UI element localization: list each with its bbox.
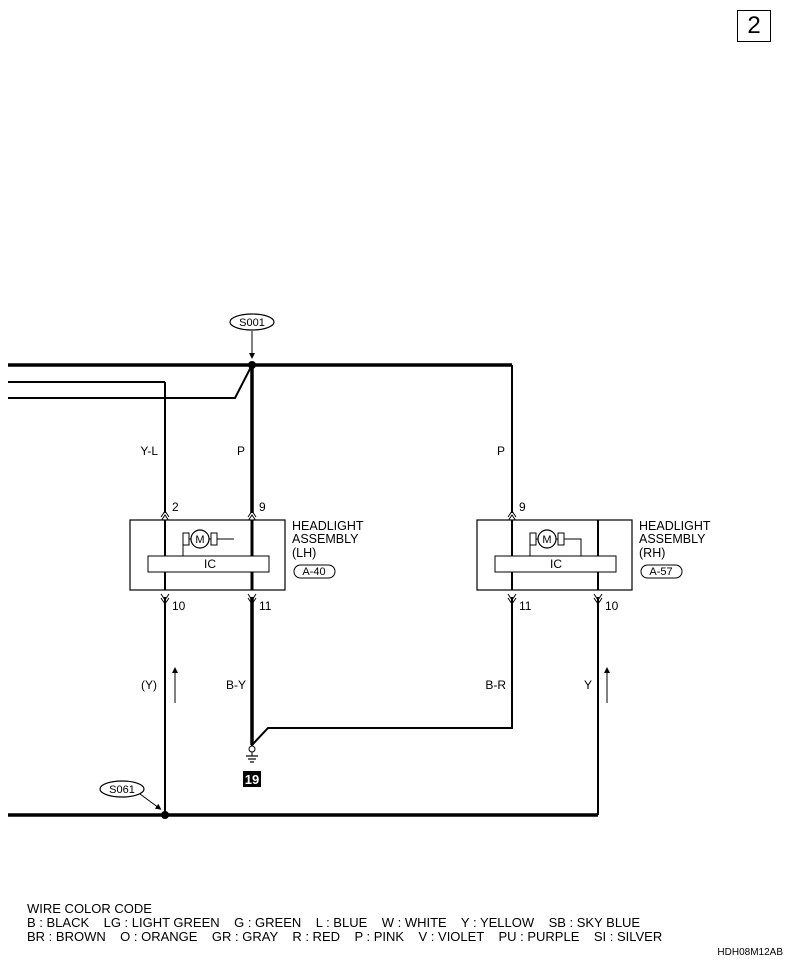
ic-label-rh: IC <box>550 557 562 571</box>
page-number: 2 <box>747 12 761 39</box>
pin-lh-2: 2 <box>172 500 179 514</box>
motor-label-rh: M <box>542 534 551 546</box>
pin-numbers: 2 9 9 10 11 11 10 <box>172 500 619 613</box>
wire-label-by: B-Y <box>226 678 246 692</box>
splice-dot-top <box>248 361 256 369</box>
component-name-rh-2: ASSEMBLY <box>639 532 706 546</box>
wire-label-y-lh: (Y) <box>141 678 157 692</box>
motor-label-lh: M <box>195 534 204 546</box>
headlight-assembly-lh: M IC HEADLIGHT ASSEMBLY (LH) A-40 <box>129 519 364 591</box>
component-name-rh-3: (RH) <box>639 546 665 560</box>
wire-label-p-lh: P <box>237 444 245 458</box>
component-name-lh-1: HEADLIGHT <box>292 519 364 533</box>
ic-box-rh <box>494 555 617 573</box>
wire-labels: Y-L P P (Y) B-Y B-R Y <box>140 444 592 692</box>
wire-label-br: B-R <box>485 678 506 692</box>
legend-line-2: BR : BROWN O : ORANGE GR : GRAY R : RED … <box>27 929 663 944</box>
pin-lh-9: 9 <box>259 500 266 514</box>
pin-rh-11: 11 <box>519 599 532 613</box>
terminal-rh-10 <box>593 593 603 605</box>
pin-rh-9: 9 <box>519 500 526 514</box>
motor-icon <box>537 529 557 549</box>
connector-label-rh: A-57 <box>649 566 672 578</box>
pin-lh-11: 11 <box>259 599 272 613</box>
ground-number-badge: 19 <box>243 771 261 787</box>
splice-s001: S001 <box>229 313 275 359</box>
flow-arrows <box>172 667 610 703</box>
legend-line-1: B : BLACK LG : LIGHT GREEN G : GREEN L :… <box>27 915 641 930</box>
terminal-rh-9 <box>507 510 517 522</box>
legend-title: WIRE COLOR CODE <box>27 901 152 916</box>
splice-s061-label: S061 <box>109 784 135 796</box>
wire-lh-by <box>251 597 513 748</box>
terminal-marks <box>160 510 603 605</box>
connector-badge-lh <box>293 564 336 579</box>
terminal-lh-10 <box>160 593 170 605</box>
terminal-lh-11 <box>247 593 257 605</box>
terminal-lh-2 <box>160 510 170 522</box>
wire-label-y-rh: Y <box>584 678 592 692</box>
terminal-rh-11 <box>507 593 517 605</box>
motor-icon <box>190 529 210 549</box>
splice-s061: S061 <box>99 780 162 810</box>
page-number-box: 2 <box>737 10 771 42</box>
harness-wires <box>8 363 599 817</box>
ground-symbol <box>246 745 258 763</box>
ic-label-lh: IC <box>204 557 216 571</box>
pin-lh-10: 10 <box>172 599 186 613</box>
document-code: HDH08M12AB <box>717 947 783 958</box>
component-name-lh-3: (LH) <box>292 546 316 560</box>
connector-badge-rh <box>640 564 683 579</box>
ground-number: 19 <box>245 772 259 787</box>
wire-p-branch <box>8 364 253 399</box>
splice-s001-label: S001 <box>239 317 265 329</box>
wiring-diagram: S001 S061 Y-L P P (Y) B-Y B-R Y 2 9 9 10… <box>8 313 711 819</box>
ic-box-lh <box>147 555 270 573</box>
pin-rh-10: 10 <box>605 599 619 613</box>
component-name-lh-2: ASSEMBLY <box>292 532 359 546</box>
wire-label-yl: Y-L <box>140 444 158 458</box>
connector-label-lh: A-40 <box>302 566 325 578</box>
terminal-lh-9 <box>247 510 257 522</box>
splice-dot-bottom <box>161 811 169 819</box>
wire-label-p-rh: P <box>497 444 505 458</box>
component-name-rh-1: HEADLIGHT <box>639 519 711 533</box>
headlight-assembly-rh: M IC HEADLIGHT ASSEMBLY (RH) A-57 <box>476 519 711 591</box>
